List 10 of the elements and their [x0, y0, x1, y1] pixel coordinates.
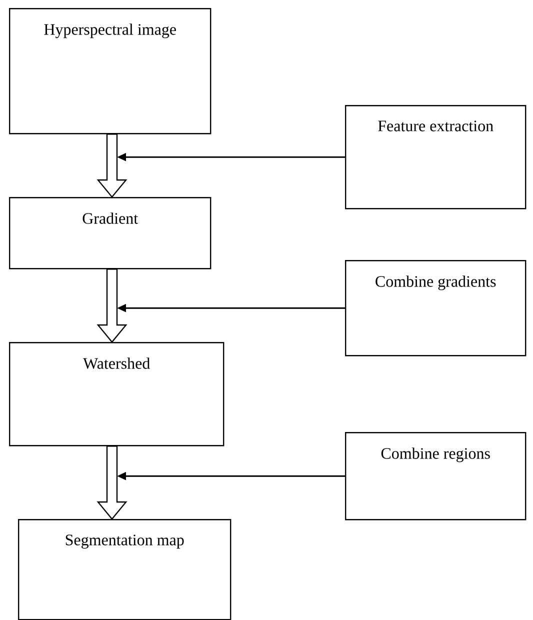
process-box: Combine regions [345, 432, 526, 520]
process-box: Segmentation map [18, 519, 232, 620]
process-box: Combine gradients [345, 260, 526, 356]
process-box: Gradient [9, 197, 212, 270]
block-arrow [96, 446, 128, 520]
process-box: Feature extraction [345, 105, 526, 210]
block-arrow [96, 268, 128, 343]
process-box: Hyperspectral image [9, 8, 212, 134]
block-arrow [96, 134, 128, 198]
process-box: Watershed [9, 342, 224, 446]
